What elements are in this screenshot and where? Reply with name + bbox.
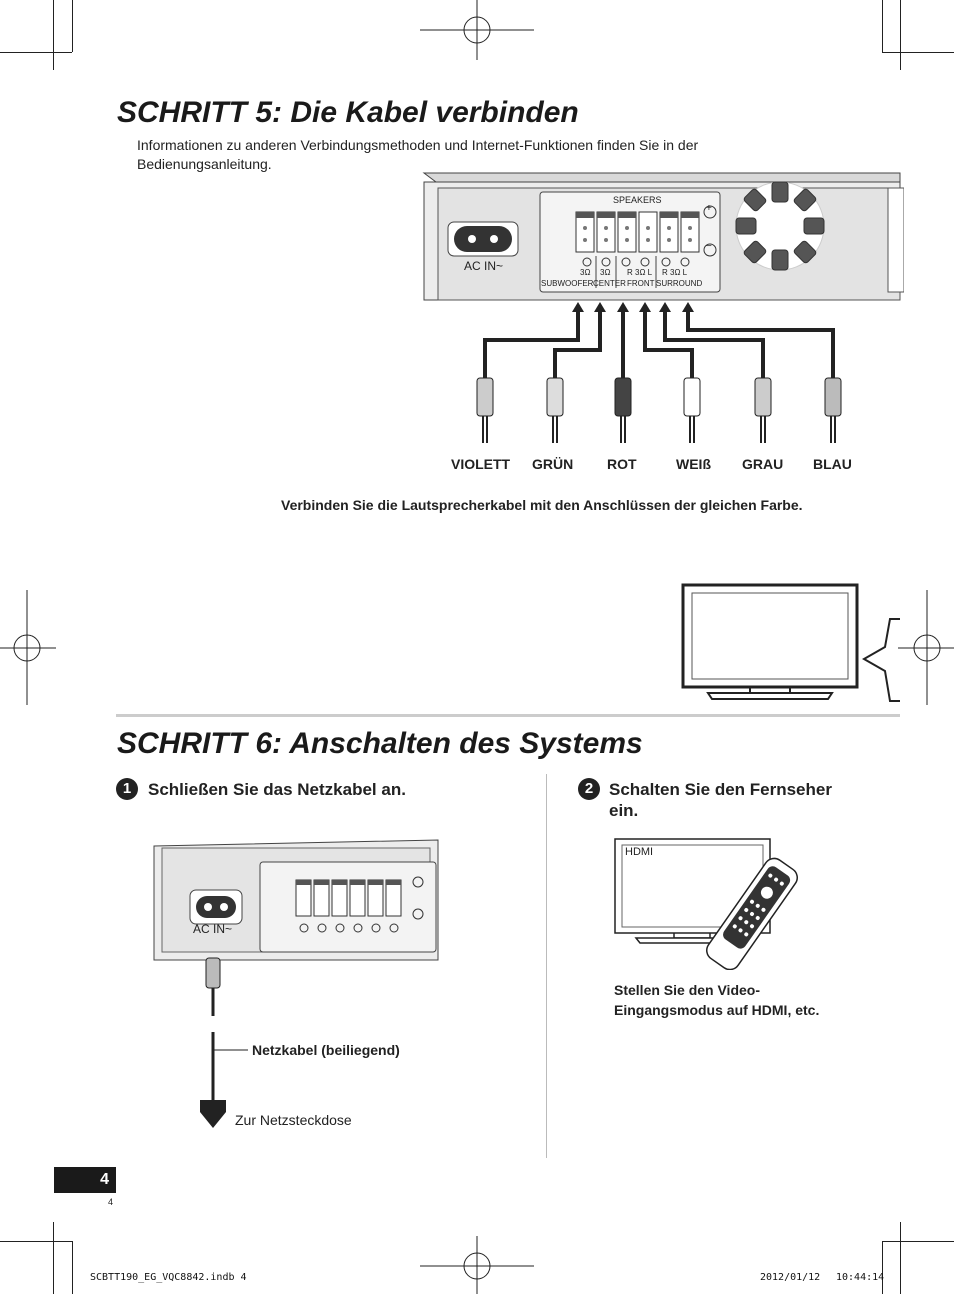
terminal-front: FRONT [627, 279, 655, 288]
footer-time: 10:44:14 [836, 1272, 885, 1283]
tv-screen-label: HDMI [625, 846, 654, 858]
terminal-surround: SURROUND [656, 279, 703, 288]
speakers-label: SPEAKERS [613, 195, 662, 205]
power-cord-label: Netzkabel (beiliegend) [252, 1042, 400, 1058]
wire-label-weiss: WEIß [676, 456, 711, 472]
terminal-subwoofer: SUBWOOFER [541, 279, 594, 288]
step6-sub1-number: 1 [116, 778, 138, 800]
step6-title: SCHRITT 6: Anschalten des Systems [117, 727, 643, 760]
tv-with-remote-illustration [614, 838, 798, 970]
step5-title: SCHRITT 5: Die Kabel verbinden [117, 96, 579, 129]
footer-file: SCBTT190_EG_VQC8842.indb 4 [90, 1272, 247, 1283]
step6-sub1-title: Schließen Sie das Netzkabel an. [148, 780, 406, 799]
wire-label-rot: ROT [607, 456, 637, 472]
section-divider [116, 714, 900, 717]
ac-in-label-2: AC IN~ [193, 922, 233, 936]
step6-sub2-number: 2 [578, 778, 600, 800]
ac-in-label: AC IN~ [464, 259, 504, 273]
tv-instruction: Stellen Sie den Video-Eingangsmodus auf … [614, 982, 820, 1018]
wire-label-gruen: GRÜN [532, 456, 574, 472]
speaker-panel-diagram [422, 172, 904, 301]
outlet-label: Zur Netzsteckdose [235, 1112, 352, 1128]
minus-sign: − [706, 241, 712, 252]
step5-intro: Informationen zu anderen Verbindungsmeth… [137, 137, 699, 172]
power-connection-diagram [153, 839, 439, 1128]
impedance-front: R 3Ω L [627, 268, 653, 277]
impedance-surround: R 3Ω L [662, 268, 688, 277]
wire-label-grau: GRAU [742, 456, 784, 472]
terminal-center: CENTER [593, 279, 626, 288]
step6-sub2-title: Schalten Sie den Fernseher ein. [609, 780, 832, 820]
footer-date: 2012/01/12 [760, 1272, 821, 1283]
step5-caption: Verbinden Sie die Lautsprecherkabel mit … [281, 497, 803, 513]
wire-label-violett: VIOLETT [451, 456, 511, 472]
speaker-wires [476, 302, 842, 443]
impedance-sub: 3Ω [580, 268, 591, 277]
wire-label-blau: BLAU [813, 456, 852, 472]
tv-illustration [681, 583, 900, 702]
plus-sign: + [706, 203, 712, 214]
page-number-box: 4 [54, 1167, 116, 1193]
column-divider [546, 774, 547, 1158]
page-number: 4 [100, 1171, 109, 1188]
page-number-small: 4 [108, 1197, 114, 1207]
impedance-center: 3Ω [600, 268, 611, 277]
